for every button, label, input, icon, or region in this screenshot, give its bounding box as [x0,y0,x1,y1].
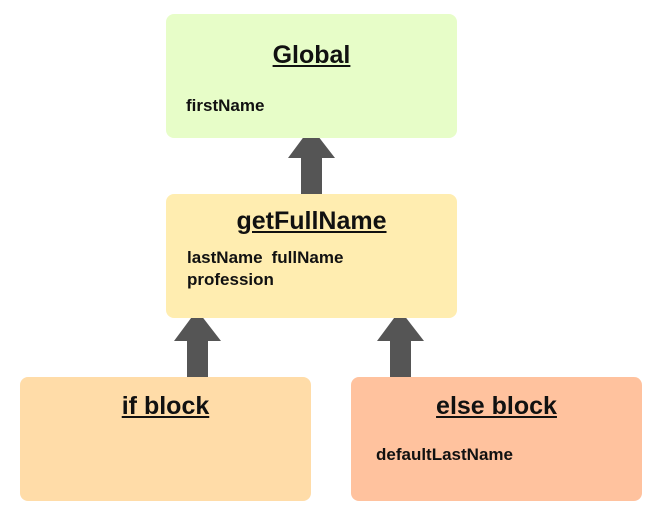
global-scope-vars: firstName [186,95,264,117]
getfullname-scope-vars: lastName fullName profession [187,247,343,291]
arrow-up-icon [174,310,221,377]
var-last-name: lastName [187,248,263,267]
if-block-scope-box: if block [20,377,311,501]
else-block-scope-vars: defaultLastName [376,444,513,466]
var-profession: profession [187,270,274,289]
var-full-name: fullName [271,248,344,267]
getfullname-scope-title: getFullName [236,207,387,235]
else-block-scope-title: else block [436,392,557,420]
var-first-name: firstName [186,96,265,115]
global-scope-box: Global firstName [166,14,457,138]
if-block-scope-title: if block [121,392,210,420]
global-scope-title: Global [272,41,351,69]
arrow-up-icon [377,310,424,377]
else-block-scope-box: else block defaultLastName [351,377,642,501]
getfullname-scope-box: getFullName lastName fullName profession [166,194,457,318]
var-default-last-name: defaultLastName [376,445,513,464]
arrow-up-icon [288,127,335,194]
